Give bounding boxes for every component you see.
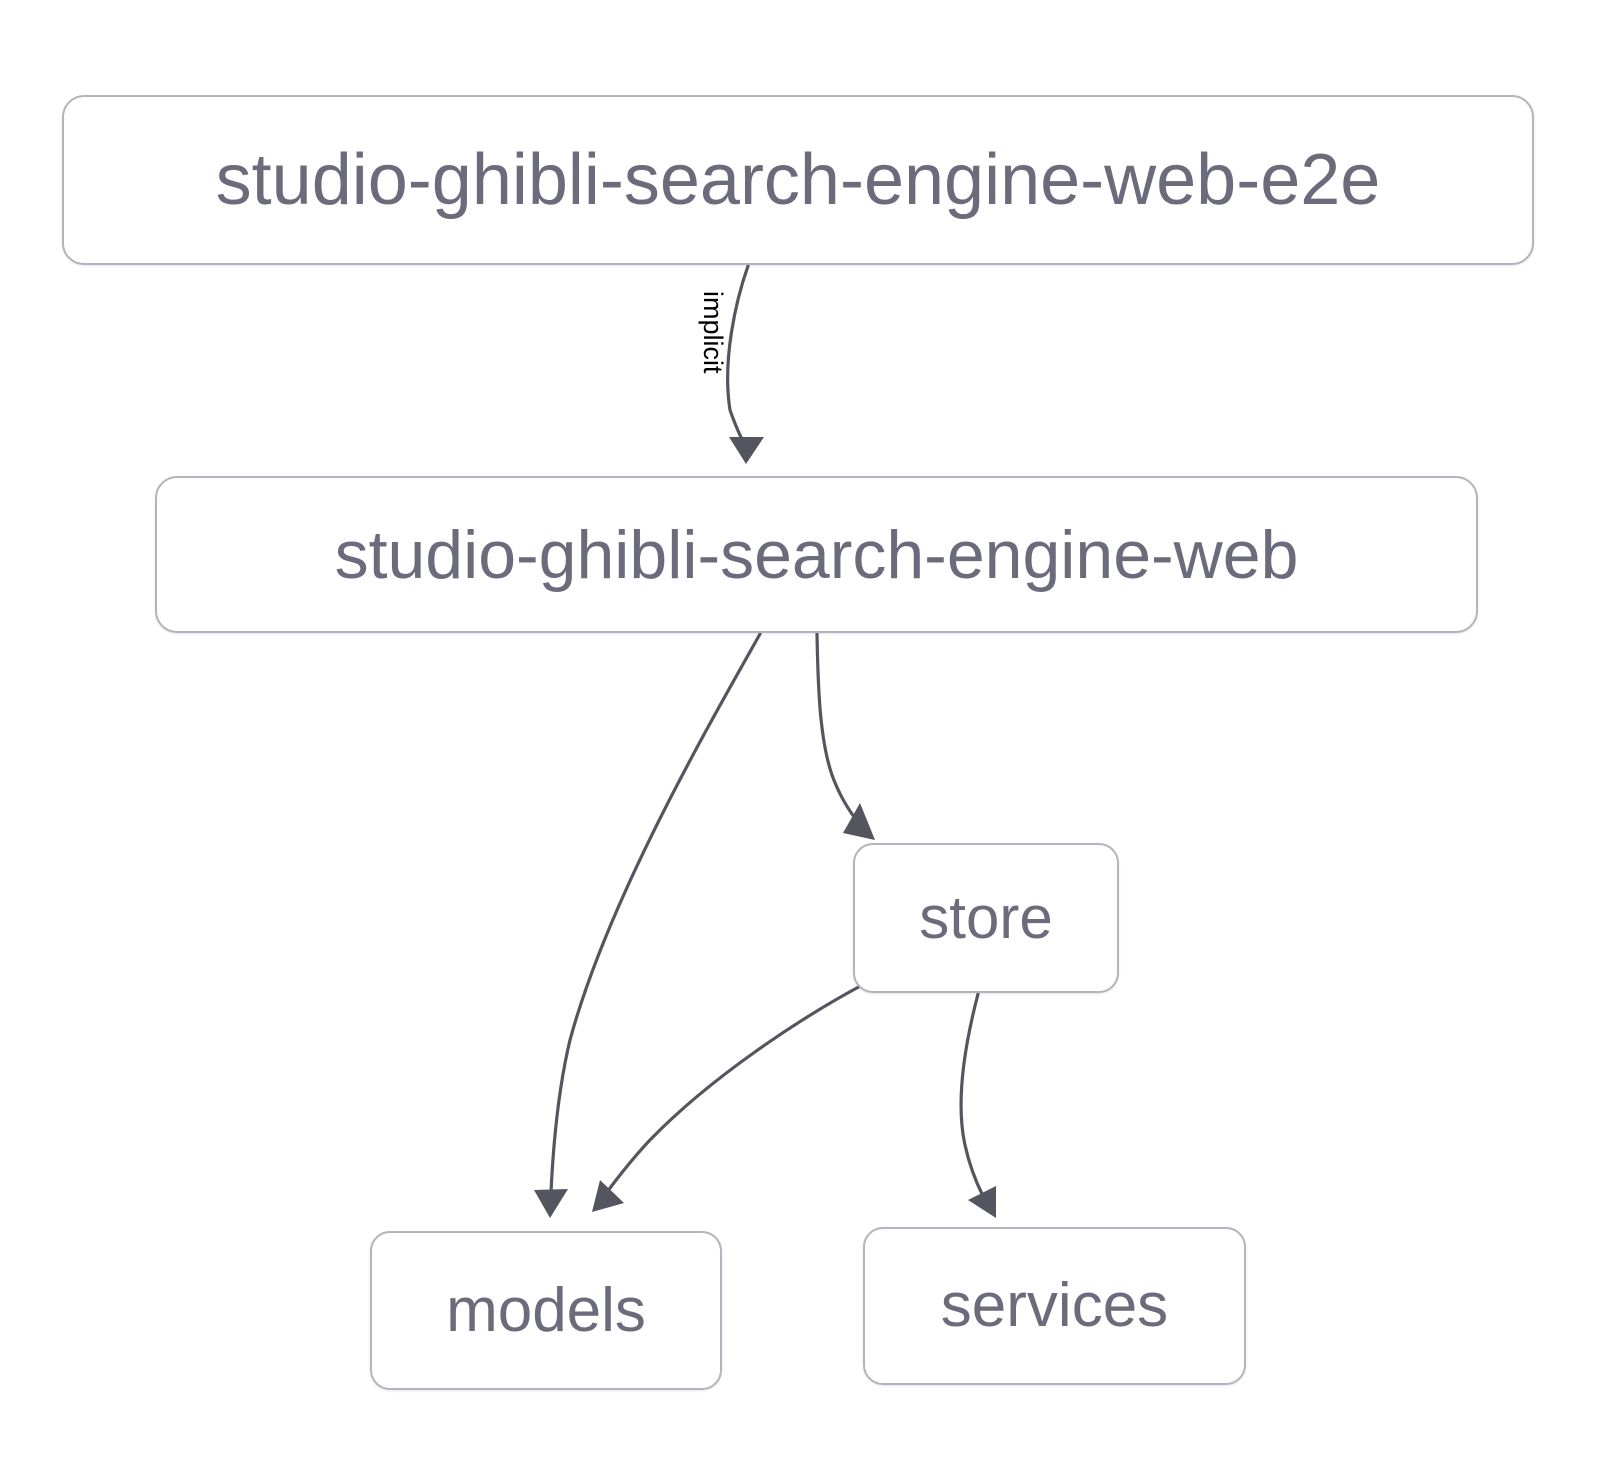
edge-e2e-to-web-arrowhead	[729, 437, 764, 464]
edge-web-to-models-arrowhead	[534, 1189, 568, 1218]
node-label: store	[919, 884, 1053, 951]
edge-store-to-models-path	[605, 981, 868, 1194]
node-label: studio-ghibli-search-engine-web-e2e	[215, 140, 1381, 220]
edge-e2e-to-web	[726, 264, 764, 464]
edge-web-to-models-path	[549, 632, 762, 1194]
edge-label-implicit: implicit	[698, 291, 728, 374]
edge-web-to-store-arrowhead	[843, 803, 875, 840]
node-services[interactable]: services	[863, 1227, 1246, 1385]
edge-store-to-models-arrowhead	[592, 1180, 624, 1212]
edge-web-to-store	[815, 632, 875, 840]
edge-store-to-services-path	[959, 992, 985, 1198]
edge-store-to-models	[592, 981, 868, 1212]
node-label: models	[446, 1275, 646, 1345]
node-label: studio-ghibli-search-engine-web	[334, 516, 1299, 593]
node-store[interactable]: store	[853, 843, 1119, 993]
edge-web-to-models	[534, 632, 762, 1218]
edge-web-to-store-path	[815, 632, 860, 824]
edge-store-to-services-arrowhead	[968, 1186, 996, 1218]
edge-e2e-to-web-path	[726, 264, 750, 446]
node-models[interactable]: models	[370, 1231, 722, 1390]
node-studio-ghibli-search-engine-web-e2e[interactable]: studio-ghibli-search-engine-web-e2e	[62, 95, 1534, 265]
node-studio-ghibli-search-engine-web[interactable]: studio-ghibli-search-engine-web	[155, 476, 1478, 633]
edge-store-to-services	[959, 992, 996, 1218]
node-label: services	[940, 1271, 1169, 1340]
